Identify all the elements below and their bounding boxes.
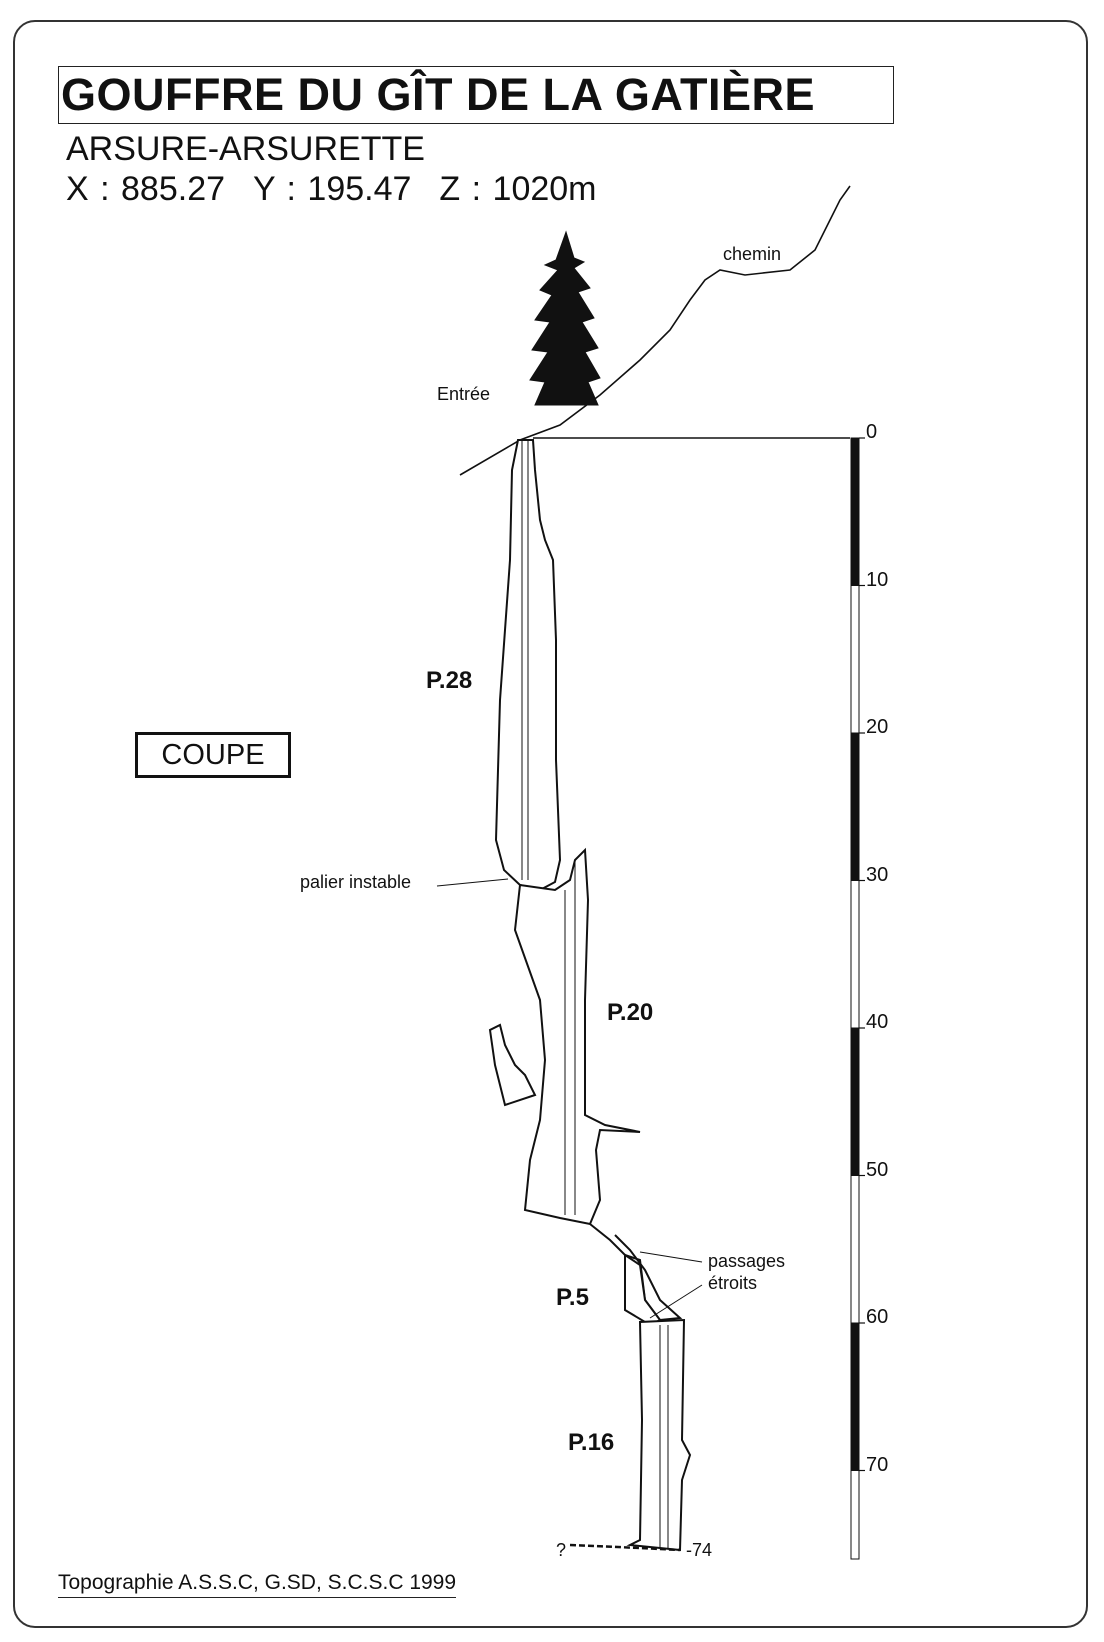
terrain-line [459,185,851,476]
shaft-p20 [513,847,641,1226]
shaft-p5 [624,1253,662,1327]
scale-tick-label: 30 [866,863,889,886]
scale-tick-label: 0 [866,421,878,443]
passages-leader-1 [639,1251,703,1263]
coord-z: Z : 1020m [439,170,597,208]
pitch-label-p5: P.5 [556,1284,589,1311]
view-label-box: COUPE [135,732,291,778]
scale-segment [850,1175,860,1324]
coord-y: Y : 195.47 [253,170,412,208]
narrow-passages-label-line2: étroits [708,1273,758,1293]
pitch-label-p28: P.28 [426,667,473,694]
page-title: GOUFFRE DU GÎT DE LA GATIÈRE [58,66,894,124]
scale-tick-label: 40 [866,1011,889,1033]
path-label: chemin [723,244,782,264]
scale-segment [850,732,860,881]
page-frame [13,20,1088,1628]
tree-icon [529,230,601,406]
scale-tick-label: 60 [866,1306,889,1328]
scale-tick-label: 70 [866,1453,889,1476]
depth-scale [850,437,865,1560]
scale-segment [850,1027,860,1176]
pitch-label-p20: P.20 [607,999,654,1026]
commune-name: ARSURE-ARSURETTE [66,130,425,168]
passages-leader-2 [649,1284,703,1319]
scale-segment [850,880,860,1029]
scale-segment [850,1322,860,1471]
scale-tick-label: 10 [866,568,889,591]
scale-segment [850,585,860,734]
palier-leader [436,878,509,887]
unknown-continuation-label: ? [556,1540,567,1560]
scale-segment [850,437,860,586]
coordinates: X : 885.27 Y : 195.47 Z : 1020m [66,170,625,208]
coord-x: X : 885.27 [66,170,226,208]
entrance-label: Entrée [437,384,491,404]
scale-tick-label: 20 [866,716,889,738]
narrow-passages-label-line1: passages [708,1251,786,1271]
pitch-label-p16: P.16 [568,1429,615,1456]
unstable-ledge-label: palier instable [300,872,412,892]
side-alcove [488,1023,537,1107]
bottom-depth-label: -74 [686,1540,713,1560]
shaft-floor [569,1543,681,1552]
survey-credit: Topographie A.S.S.C, G.SD, S.C.S.C 1999 [58,1570,457,1598]
scale-segment [850,1470,860,1560]
scale-tick-label: 50 [866,1158,889,1181]
